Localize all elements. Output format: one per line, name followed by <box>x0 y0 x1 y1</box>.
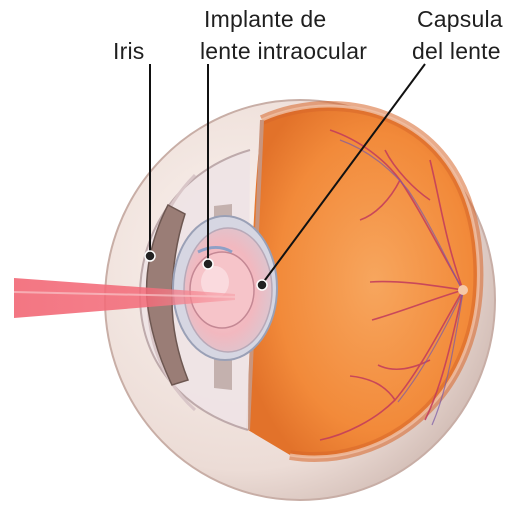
iris-label: Iris <box>113 38 144 64</box>
iris-marker <box>145 251 155 261</box>
capsule-label-line1: Capsula <box>417 6 503 32</box>
capsule-label-line2: del lente <box>412 38 501 64</box>
optic-disc <box>458 285 468 295</box>
capsule-marker <box>257 280 267 290</box>
implant-label-line2: lente intraocular <box>200 38 367 64</box>
implant-label-line1: Implante de <box>204 6 326 32</box>
implant-marker <box>203 259 213 269</box>
